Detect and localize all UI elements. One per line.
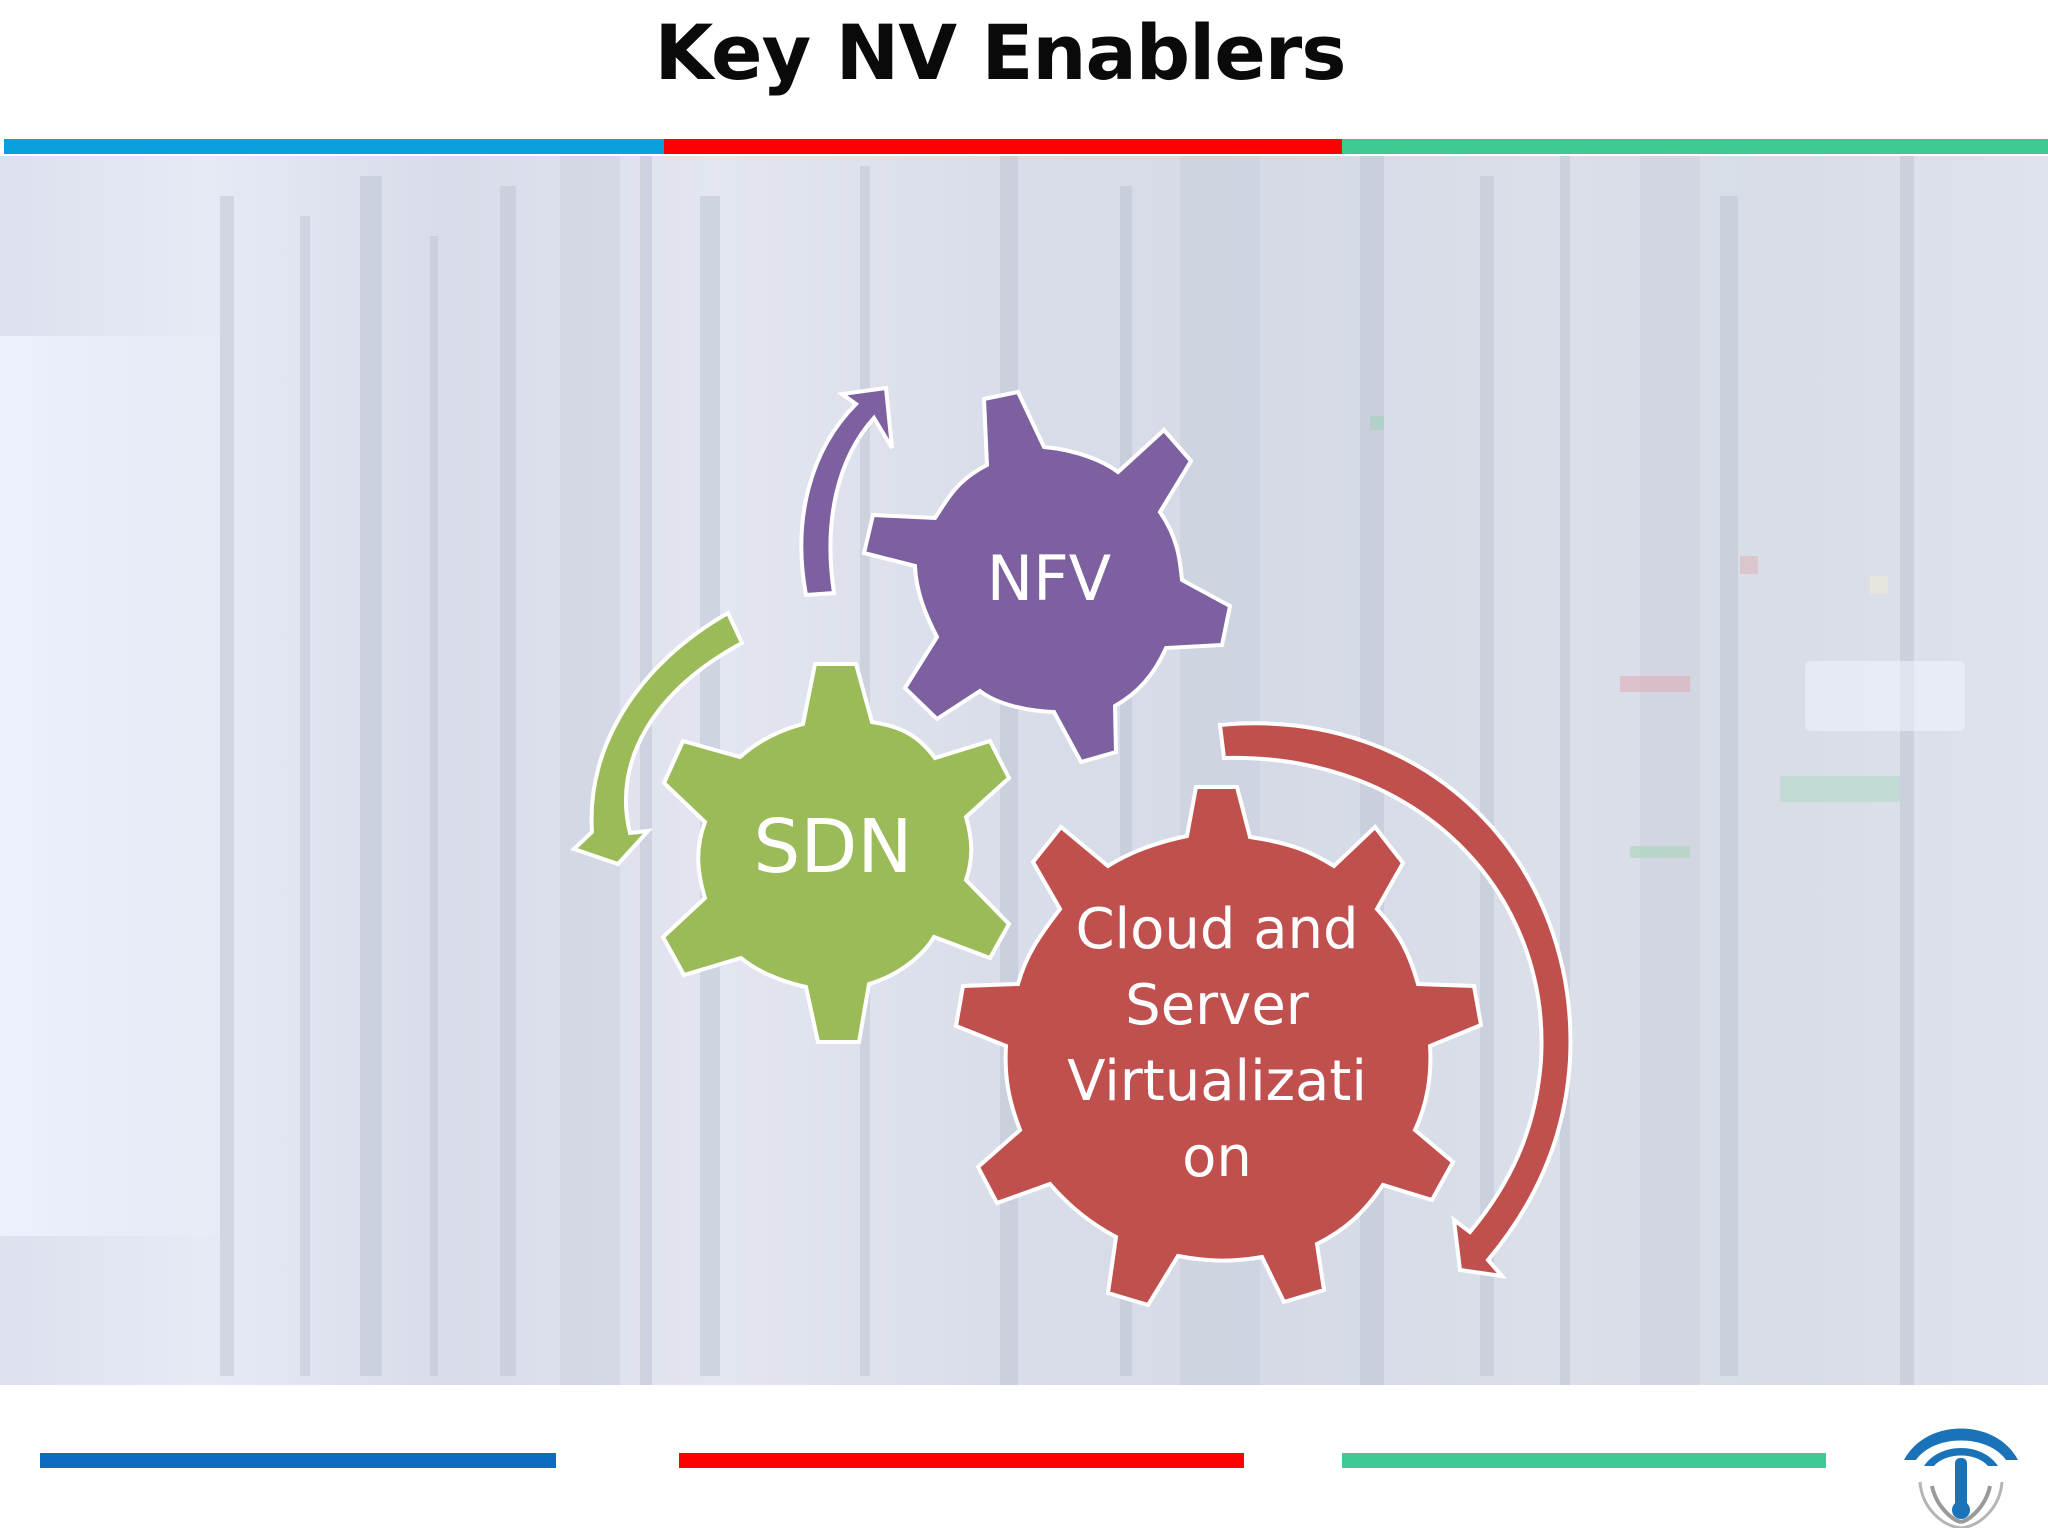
arrow-cloud-cycle: [1217, 721, 1573, 1279]
wifi-signal-logo-icon: [1896, 1398, 2026, 1530]
gear-sdn: [660, 662, 1012, 1044]
gear-cloud-label-line-3: Virtualizati: [1067, 1049, 1367, 1114]
gear-cloud-label-line-4: on: [1182, 1125, 1252, 1190]
gear-nfv-label: NFV: [987, 542, 1111, 615]
gear-cloud-label-line-1: Cloud and: [1075, 897, 1358, 962]
header-band-green: [1342, 139, 2048, 154]
footer-bar-green: [1342, 1453, 1826, 1468]
gear-nfv: [861, 389, 1233, 765]
arrow-sdn-cycle: [570, 610, 745, 867]
gear-cloud: [953, 785, 1484, 1308]
gear-sdn-label: SDN: [753, 804, 912, 890]
footer-bar-blue: [40, 1453, 556, 1468]
gear-cloud-label: Cloud and Server Virtualizati on: [1067, 897, 1367, 1190]
arrow-nfv-cycle: [799, 385, 894, 598]
footer-bar-red: [679, 1453, 1244, 1468]
header-band-blue: [4, 139, 664, 154]
slide-title: Key NV Enablers: [654, 8, 1346, 97]
header-band-red: [664, 139, 1342, 154]
gear-cloud-label-line-2: Server: [1125, 973, 1310, 1038]
